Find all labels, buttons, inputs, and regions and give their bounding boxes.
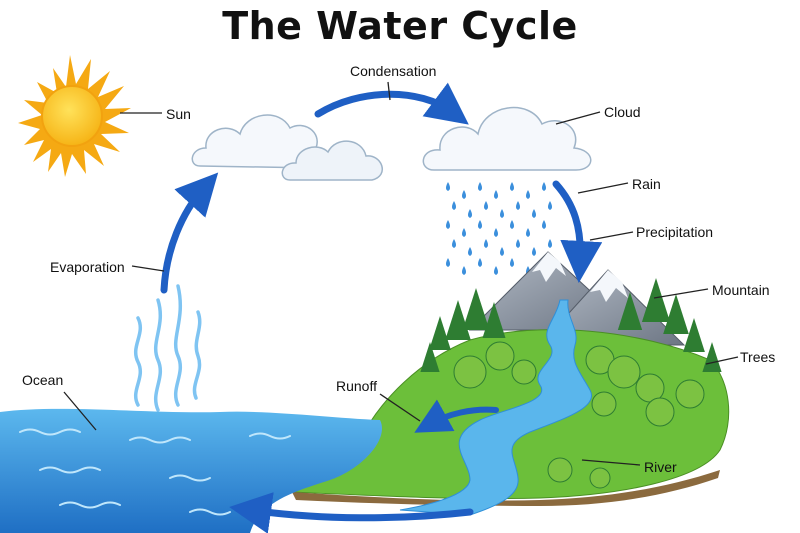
runoff-arrow: [414, 399, 499, 433]
rain-drop: [526, 228, 530, 237]
condensation-arrow: [314, 82, 469, 125]
cloud-right-graphic: [422, 106, 592, 171]
rain-drop: [484, 239, 488, 248]
rain-drop: [462, 266, 466, 275]
rain-drop: [516, 239, 520, 248]
round-tree: [453, 355, 487, 389]
rain-drop: [548, 201, 552, 210]
label-trees: Trees: [740, 349, 776, 365]
pine-tree: [462, 288, 490, 330]
rain-drop: [484, 201, 488, 210]
rain-drop: [516, 201, 520, 210]
round-tree: [589, 467, 611, 489]
rain-drop: [500, 209, 504, 218]
rain-drop: [478, 258, 482, 267]
rain-drop: [494, 228, 498, 237]
rain-drop: [510, 220, 514, 229]
label-mountain: Mountain: [712, 282, 770, 298]
ocean-graphic: [0, 408, 382, 533]
precipitation-arrow: [552, 180, 603, 283]
diagram-title: The Water Cycle: [222, 4, 578, 48]
rain-drop: [462, 190, 466, 199]
label-river: River: [644, 459, 677, 475]
round-tree: [607, 355, 641, 389]
rain-drop: [532, 209, 536, 218]
pine-tree: [702, 342, 722, 372]
evaporation-arrow: [160, 172, 219, 294]
rain-drop: [468, 247, 472, 256]
rain-drop: [446, 182, 450, 191]
river-graphic: [399, 299, 593, 516]
rain-drop: [462, 228, 466, 237]
label-condensation: Condensation: [350, 63, 437, 79]
pine-tree: [482, 302, 506, 338]
label-sun: Sun: [166, 106, 191, 122]
rain-drop: [500, 247, 504, 256]
rain-drop: [452, 201, 456, 210]
round-tree: [645, 397, 675, 427]
label-precipitation: Precipitation: [636, 224, 714, 240]
pine-tree: [663, 294, 689, 334]
pine-tree: [617, 292, 643, 330]
rain-drop: [494, 266, 498, 275]
rain-drop: [452, 239, 456, 248]
pine-tree: [429, 316, 451, 350]
pine-tree: [641, 278, 671, 322]
pine-tree: [683, 318, 705, 352]
rain-drop: [542, 182, 546, 191]
trees-graphic: [420, 278, 722, 489]
rain-drop: [548, 239, 552, 248]
rain-drop: [446, 258, 450, 267]
rain-drop: [478, 220, 482, 229]
cloud-left-graphic: [191, 114, 383, 181]
round-tree: [485, 341, 515, 371]
round-tree: [675, 379, 705, 409]
rain-drop: [510, 258, 514, 267]
rain-drop: [446, 220, 450, 229]
label-evaporation: Evaporation: [50, 259, 125, 275]
label-runoff: Runoff: [336, 378, 377, 394]
sun-graphic: [18, 55, 131, 177]
round-tree: [547, 457, 573, 483]
label-rain: Rain: [632, 176, 661, 192]
rain-drop: [510, 182, 514, 191]
evaporation-vapor-graphic: [134, 284, 202, 412]
rain-drop: [494, 190, 498, 199]
river-to-ocean-arrow: [229, 492, 474, 533]
round-tree: [511, 359, 537, 385]
rain-drop: [526, 190, 530, 199]
label-ocean: Ocean: [22, 372, 64, 388]
rain-drop: [542, 220, 546, 229]
rain-drop: [532, 247, 536, 256]
rain-drop: [468, 209, 472, 218]
label-cloud: Cloud: [604, 104, 641, 120]
round-tree: [591, 391, 617, 417]
leader-lines: [63, 81, 739, 466]
rain-drops-graphic: [446, 182, 552, 275]
pine-tree: [420, 342, 440, 372]
rain-drop: [478, 182, 482, 191]
